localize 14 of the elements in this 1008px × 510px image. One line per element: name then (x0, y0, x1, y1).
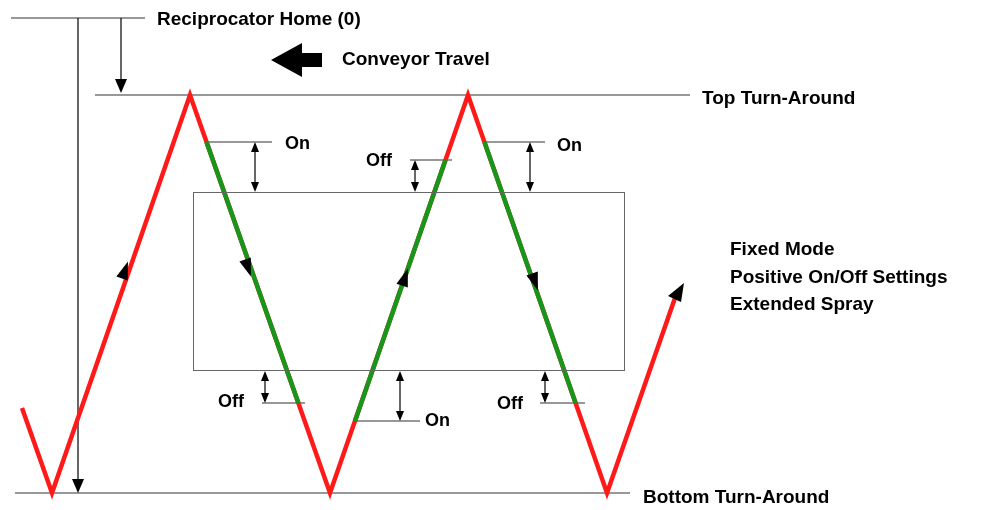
diagram-label: Bottom Turn-Around (643, 486, 830, 508)
diagram-label: Off (218, 392, 244, 412)
diagram-label: Conveyor Travel (342, 48, 490, 70)
diagram-label: Top Turn-Around (702, 87, 856, 109)
part-outline (193, 192, 625, 371)
diagram-label: On (285, 134, 310, 154)
diagram-label: Off (366, 151, 392, 171)
diagram-label: Positive On/Off Settings (730, 266, 948, 288)
diagram-label: On (557, 136, 582, 156)
diagram-label: Extended Spray (730, 293, 874, 315)
diagram-label: Reciprocator Home (0) (157, 8, 361, 30)
diagram-label: Fixed Mode (730, 238, 835, 260)
diagram-label: On (425, 411, 450, 431)
diagram-label: Off (497, 394, 523, 414)
